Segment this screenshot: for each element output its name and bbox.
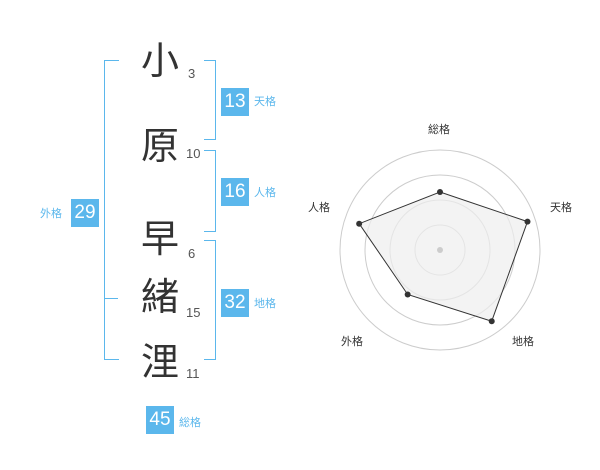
kanji-char-3: 早	[141, 217, 180, 261]
kanji-char-4: 緒	[141, 275, 180, 319]
stroke-count-4: 15	[186, 305, 201, 320]
tenkaku-label: 天格	[254, 95, 276, 108]
radar-label-chikaku: 地格	[512, 335, 534, 348]
gaikaku-value-box: 29	[71, 199, 99, 227]
kanji-char-1: 小	[141, 39, 180, 83]
stroke-count-3: 6	[188, 246, 196, 261]
jinkaku-label: 人格	[254, 186, 276, 199]
gaikaku-label: 外格	[40, 207, 62, 220]
soukaku-label: 総格	[179, 416, 201, 429]
gaikaku-bracket	[104, 60, 119, 360]
radar-label-jinkaku: 人格	[308, 201, 330, 214]
radar-point	[437, 189, 443, 195]
radar-ring	[339, 149, 541, 351]
radar-center-dot	[437, 247, 443, 253]
radar-label-soukaku: 総格	[428, 123, 450, 136]
radar-label-tenkaku: 天格	[550, 201, 572, 214]
soukaku-value-box: 45	[146, 406, 174, 434]
tenkaku-value-box: 13	[221, 88, 249, 116]
radar-point	[356, 220, 363, 227]
kanji-char-2: 原	[141, 124, 180, 168]
radar-point	[404, 291, 411, 298]
stroke-count-5: 11	[186, 366, 200, 381]
radar-point	[488, 318, 495, 325]
kanji-char-5: 浬	[141, 340, 180, 384]
jinkaku-value-box: 16	[221, 178, 249, 206]
chikaku-value-box: 32	[221, 289, 249, 317]
radar-point	[524, 218, 531, 225]
chikaku-bracket	[204, 240, 216, 360]
tenkaku-bracket	[204, 60, 216, 140]
stroke-count-2: 10	[186, 146, 201, 161]
radar-label-gaikaku: 外格	[341, 335, 363, 348]
chikaku-label: 地格	[254, 297, 276, 310]
radar-polygon	[358, 191, 529, 322]
gaikaku-bracket-mid-tick	[104, 298, 118, 299]
jinkaku-bracket	[204, 150, 216, 232]
stroke-count-1: 3	[188, 66, 196, 81]
